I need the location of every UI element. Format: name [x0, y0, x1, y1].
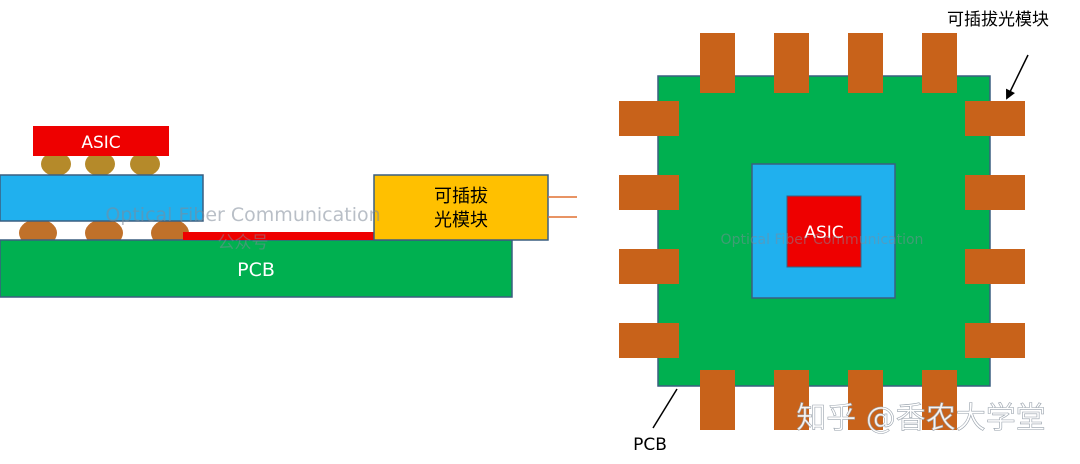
pin-top [774, 33, 809, 93]
micro-bump [41, 152, 71, 176]
pin-top [700, 33, 735, 93]
pin-bottom [700, 370, 735, 430]
module-label-line2: 光模块 [434, 210, 488, 231]
pin-bottom [774, 370, 809, 430]
watermark-text: Optical Fiber Communication [105, 204, 380, 226]
module-annotation-arrow [1006, 54, 1029, 100]
module-label-line1: 可插拔 [434, 186, 488, 207]
asic-micro-bumps [41, 152, 160, 176]
pin-right [965, 101, 1025, 136]
pcb-label: PCB [237, 259, 275, 281]
micro-bump [130, 152, 160, 176]
pin-top [848, 33, 883, 93]
pin-left [619, 175, 679, 210]
pin-bottom [922, 370, 957, 430]
pin-right [965, 175, 1025, 210]
micro-bump [85, 152, 115, 176]
pin-bottom [848, 370, 883, 430]
top-asic-label: ASIC [804, 223, 843, 243]
pin-top [922, 33, 957, 93]
asic-label: ASIC [81, 133, 120, 153]
pcb-annotation-label: PCB [633, 435, 667, 455]
pin-left [619, 249, 679, 284]
pin-right [965, 323, 1025, 358]
credit-watermark: 知乎 @香农大学堂 [796, 401, 1046, 436]
top-watermark-text: Optical Fiber Communication [721, 232, 924, 248]
top-pins [619, 33, 1025, 430]
pluggable-module [373, 174, 549, 241]
package-substrate [0, 174, 204, 222]
pin-right [965, 249, 1025, 284]
signal-trace [183, 232, 376, 240]
side-view: PCB ASIC 可插拔 光模块 Optical Fiber Communica… [0, 126, 577, 298]
top-view: ASIC Optical Fiber Communication 可插拔光模块 … [619, 10, 1049, 455]
module-annotation-label: 可插拔光模块 [947, 10, 1049, 30]
pin-left [619, 323, 679, 358]
pin-left [619, 101, 679, 136]
pcb-annotation-line [652, 388, 678, 429]
watermark-subtext: 公众号 [218, 233, 269, 253]
top-asic-die [786, 195, 862, 268]
asic-die [33, 126, 169, 156]
